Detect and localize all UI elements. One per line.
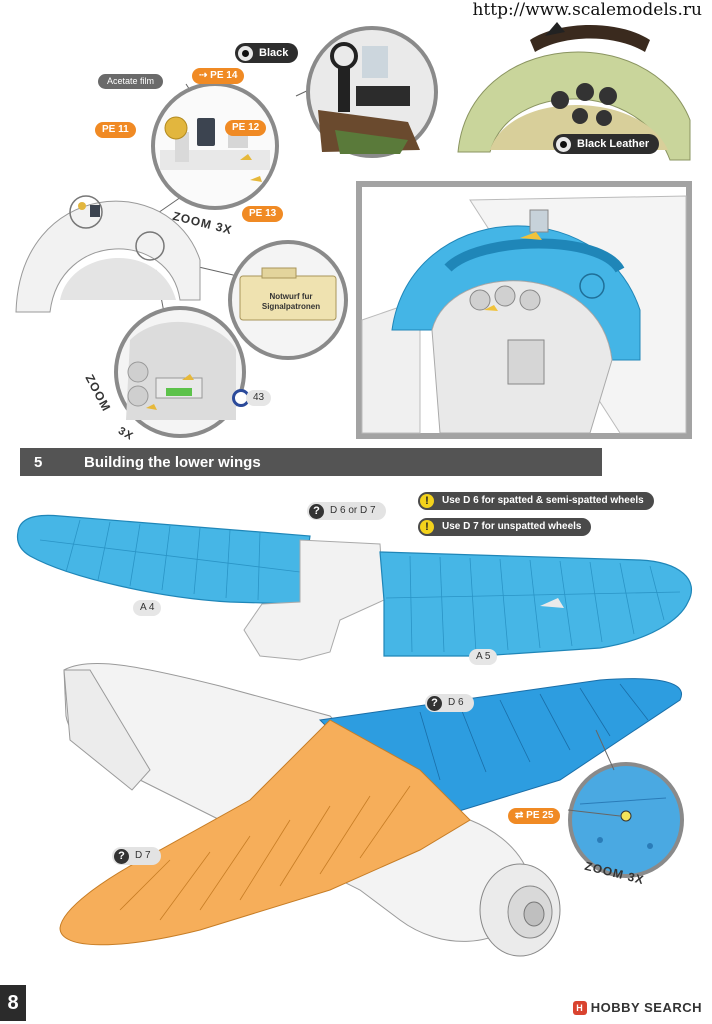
engine-cowling bbox=[479, 863, 561, 957]
part-a5-label: A 5 bbox=[469, 649, 498, 665]
watermark-url: http://www.scalemodels.ru bbox=[468, 0, 706, 20]
decal-ref: 43 bbox=[232, 389, 272, 407]
zoom-circle-pe25 bbox=[568, 762, 684, 878]
question-icon: ? bbox=[427, 695, 442, 711]
step-number: 5 bbox=[34, 453, 43, 471]
zoom-circle-bottom bbox=[114, 306, 246, 438]
palette-icon bbox=[238, 45, 253, 61]
part-a4-label: A 4 bbox=[133, 600, 162, 616]
option-d6-or-d7: ?D 6 or D 7 bbox=[307, 502, 386, 520]
assembled-view bbox=[361, 195, 687, 434]
wing-a5 bbox=[379, 551, 693, 657]
step-title: Building the lower wings bbox=[84, 453, 261, 471]
part-d6-label: ?D 6 bbox=[425, 694, 474, 712]
pe25-tag: ⇄ PE 25 bbox=[508, 808, 561, 824]
note-d7: !Use D 7 for unspatted wheels bbox=[418, 518, 592, 536]
brand-footer: H HOBBY SEARCH bbox=[572, 1000, 702, 1015]
signal-placard: Notwurf fur Signalpatronen bbox=[261, 292, 321, 311]
cockpit-overview-white bbox=[15, 195, 201, 313]
question-icon: ? bbox=[114, 848, 129, 864]
warning-icon: ! bbox=[420, 520, 434, 534]
step4-illustration bbox=[15, 22, 692, 439]
pe12-tag: PE 12 bbox=[225, 120, 267, 136]
note-d6: !Use D 6 for spatted & semi-spatted whee… bbox=[418, 492, 654, 510]
step5-illustration bbox=[16, 514, 693, 957]
fold-icon: ⇢ bbox=[199, 70, 211, 81]
step-header: 5 Building the lower wings bbox=[20, 448, 602, 476]
color-black-pill: Black bbox=[235, 43, 299, 63]
part-d7-label: ?D 7 bbox=[112, 847, 161, 865]
color-black-leather-pill: Black Leather bbox=[553, 134, 660, 154]
wing-a4 bbox=[16, 514, 311, 605]
pe14-tag: ⇢ PE 14 bbox=[192, 68, 245, 84]
flip-icon: ⇄ bbox=[515, 810, 527, 821]
acetate-film-label: Acetate film bbox=[98, 74, 164, 89]
hobby-search-logo-icon: H bbox=[572, 1000, 587, 1015]
warning-icon: ! bbox=[420, 494, 434, 508]
placard-circle bbox=[228, 240, 348, 360]
zoom-circle-top bbox=[151, 82, 279, 210]
pe13-tag: PE 13 bbox=[242, 206, 284, 222]
pe11-tag: PE 11 bbox=[95, 122, 136, 138]
page-number: 8 bbox=[0, 985, 26, 1021]
wing-left-assembled bbox=[59, 719, 471, 946]
zoom-circle-black bbox=[306, 26, 438, 158]
question-icon: ? bbox=[309, 503, 324, 519]
palette-icon bbox=[556, 136, 571, 152]
